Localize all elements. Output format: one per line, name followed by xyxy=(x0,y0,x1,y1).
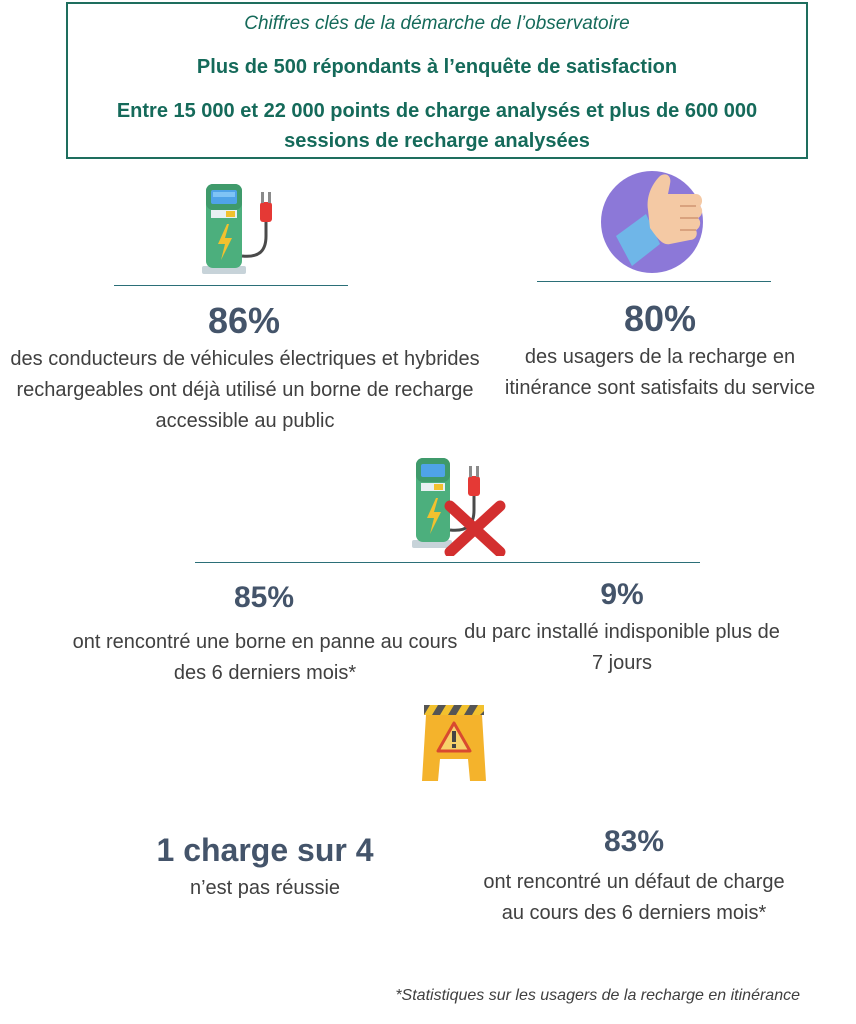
unavailable-stat-desc: du parc installé indisponible plus de 7 … xyxy=(464,621,780,674)
header-subtitle: Chiffres clés de la démarche de l’observ… xyxy=(244,13,630,34)
respondents-line: Plus de 500 répondants à l’enquête de sa… xyxy=(196,56,678,78)
warning-sign-icon xyxy=(422,705,486,781)
footnote: *Statistiques sur les usagers de la rech… xyxy=(395,987,800,1004)
charging-station-icon xyxy=(202,184,272,274)
broken-charging-station-icon xyxy=(412,458,506,556)
failed-charge-stat-value: 1 charge sur 4 xyxy=(156,832,374,868)
failed-charge-stat-desc: n’est pas réussie xyxy=(189,877,341,899)
satisfaction-stat-value: 80% xyxy=(623,298,697,339)
breakdown-stat-value: 85% xyxy=(233,581,295,614)
divider-right xyxy=(537,281,771,282)
thumbs-up-icon xyxy=(601,171,703,273)
usage-stat-value: 86% xyxy=(207,300,281,341)
defect-stat-desc: ont rencontré un défaut de charge au cou… xyxy=(483,871,785,924)
breakdown-stat-desc: ont rencontré une borne en panne au cour… xyxy=(72,631,458,684)
satisfaction-stat-desc: des usagers de la recharge en itinérance… xyxy=(504,346,816,399)
usage-stat-desc: des conducteurs de véhicules électriques… xyxy=(10,348,480,432)
unavailable-stat-value: 9% xyxy=(600,578,644,611)
defect-stat-value: 83% xyxy=(603,825,665,858)
key-figures-box: Chiffres clés de la démarche de l’observ… xyxy=(66,2,808,159)
charge-points-line: Entre 15 000 et 22 000 points de charge … xyxy=(116,100,758,152)
divider-left xyxy=(114,285,348,286)
divider-middle xyxy=(195,562,700,563)
